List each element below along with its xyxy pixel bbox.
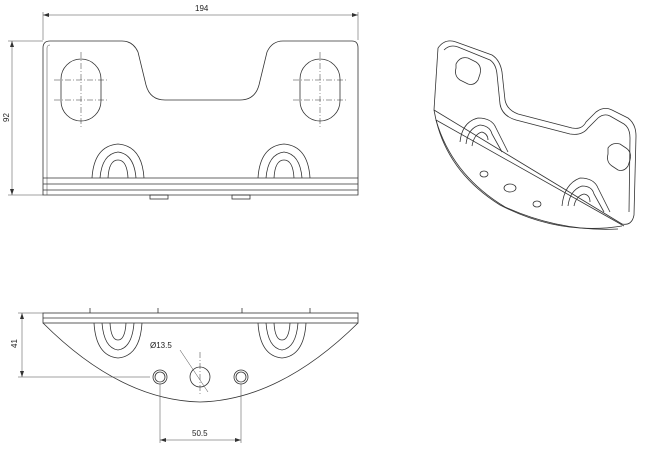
stiffener-right <box>257 143 311 179</box>
height-dimension-text: 92 <box>2 113 11 122</box>
foot-left <box>149 194 169 200</box>
hole-diameter-leader <box>179 349 209 393</box>
iso-hole-left <box>479 170 489 178</box>
iso-left-edge <box>433 47 439 111</box>
hole-right-inner <box>235 371 247 383</box>
top-view-outline <box>42 40 359 196</box>
iso-back-plate-top <box>437 40 637 225</box>
hole-diameter-text: Ø13.5 <box>150 341 172 350</box>
front-curved-body <box>42 322 359 403</box>
iso-stiffener-right <box>561 177 611 213</box>
spacing-dimension-text: 50.5 <box>192 429 208 438</box>
iso-back-plate-inner <box>443 45 631 213</box>
iso-hole-center <box>503 183 517 193</box>
iso-hole-right <box>532 200 542 208</box>
front-stiffener-left <box>93 322 143 359</box>
iso-curved-base-inner <box>435 119 619 230</box>
foot-right <box>231 194 251 200</box>
front-stiffener-right <box>257 322 307 359</box>
hole-left-inner <box>154 371 166 383</box>
iso-flange-line-1 <box>433 109 623 225</box>
stiffener-left <box>91 143 145 179</box>
iso-curved-base <box>433 109 623 229</box>
width-dimension-text: 194 <box>195 4 209 13</box>
front-height-dimension-text: 41 <box>10 339 19 348</box>
front-view: 41 Ø13.5 5 <box>10 308 359 443</box>
iso-stiffener-left <box>459 117 509 153</box>
outline-inner-edge <box>46 44 51 195</box>
iso-slot-left <box>455 57 481 85</box>
top-view: 194 92 <box>2 4 359 200</box>
isometric-view <box>433 40 637 230</box>
iso-slot-right <box>607 143 631 171</box>
